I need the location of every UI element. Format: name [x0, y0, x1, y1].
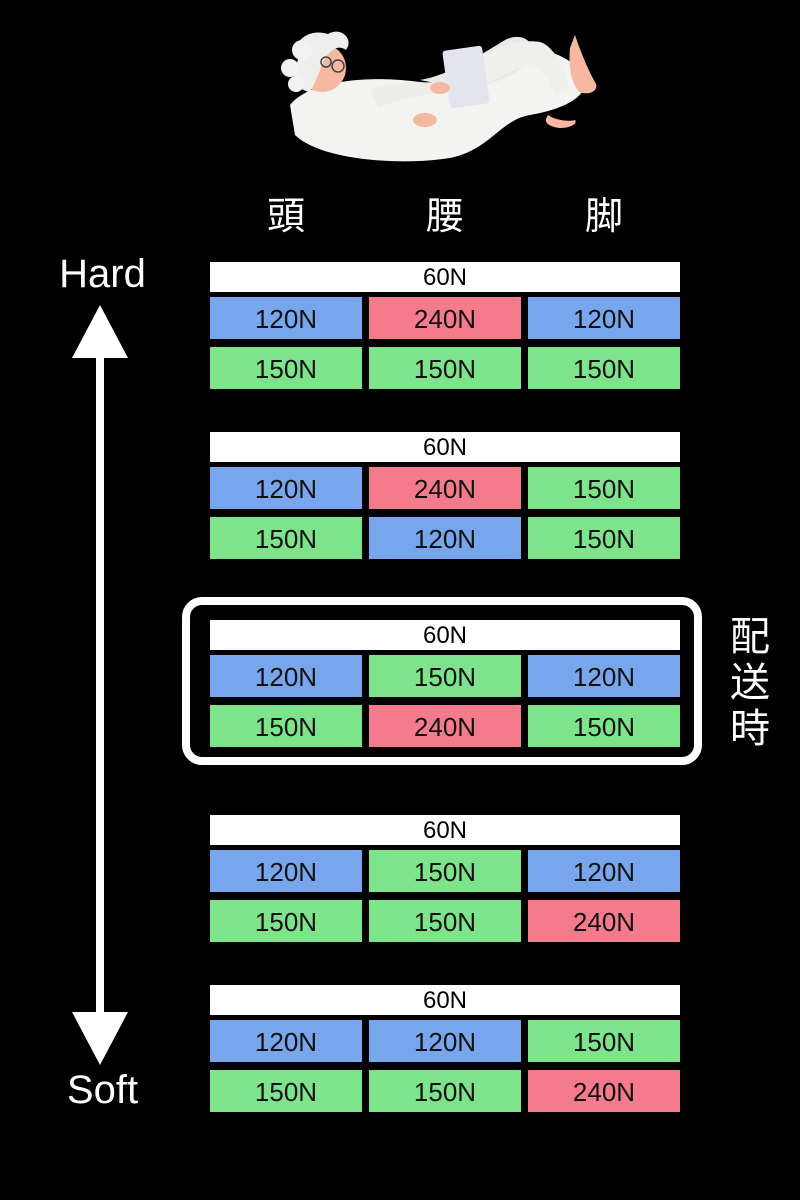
- firmness-cell: 240N: [369, 297, 521, 339]
- firmness-cell: 240N: [528, 1070, 680, 1112]
- firmness-cell: 120N: [210, 655, 362, 697]
- column-header-head: 頭: [266, 194, 305, 238]
- firmness-cell: 120N: [210, 850, 362, 892]
- firmness-cell: 150N: [369, 900, 521, 942]
- firmness-cell: 120N: [369, 1020, 521, 1062]
- top-layer-bar: 60N: [210, 985, 680, 1015]
- firmness-cell: 150N: [528, 705, 680, 747]
- firmness-cell: 150N: [369, 850, 521, 892]
- delivery-label: 配 送 時: [722, 614, 778, 752]
- firmness-cell: 150N: [369, 1070, 521, 1112]
- delivery-label-char: 配: [730, 614, 770, 660]
- firmness-cell: 120N: [369, 517, 521, 559]
- top-layer-bar: 60N: [210, 620, 680, 650]
- scale-label-soft: Soft: [66, 1068, 139, 1112]
- firmness-cell: 240N: [369, 467, 521, 509]
- firmness-cell: 150N: [210, 705, 362, 747]
- firmness-cell: 150N: [210, 517, 362, 559]
- person-lying-illustration: [281, 31, 597, 162]
- delivery-label-char: 送: [730, 660, 770, 706]
- firmness-cell: 120N: [528, 850, 680, 892]
- column-header-legs: 脚: [584, 194, 623, 238]
- firmness-cell: 150N: [210, 900, 362, 942]
- double-arrow-icon: [72, 305, 128, 1065]
- firmness-cell: 120N: [210, 1020, 362, 1062]
- top-layer-bar: 60N: [210, 432, 680, 462]
- delivery-highlight-frame: [182, 597, 702, 765]
- firmness-cell: 120N: [210, 297, 362, 339]
- top-layer-bar: 60N: [210, 262, 680, 292]
- firmness-cell: 150N: [369, 655, 521, 697]
- firmness-cell: 120N: [528, 297, 680, 339]
- firmness-cell: 150N: [528, 517, 680, 559]
- firmness-cell: 120N: [210, 467, 362, 509]
- firmness-cell: 150N: [369, 347, 521, 389]
- firmness-cell: 150N: [210, 1070, 362, 1112]
- firmness-cell: 150N: [528, 1020, 680, 1062]
- delivery-label-char: 時: [730, 706, 770, 752]
- firmness-cell: 120N: [528, 655, 680, 697]
- firmness-cell: 240N: [528, 900, 680, 942]
- firmness-cell: 150N: [528, 347, 680, 389]
- firmness-cell: 150N: [528, 467, 680, 509]
- column-header-waist: 腰: [425, 194, 464, 238]
- firmness-cell: 150N: [210, 347, 362, 389]
- top-layer-bar: 60N: [210, 815, 680, 845]
- firmness-cell: 240N: [369, 705, 521, 747]
- scale-label-hard: Hard: [59, 252, 146, 296]
